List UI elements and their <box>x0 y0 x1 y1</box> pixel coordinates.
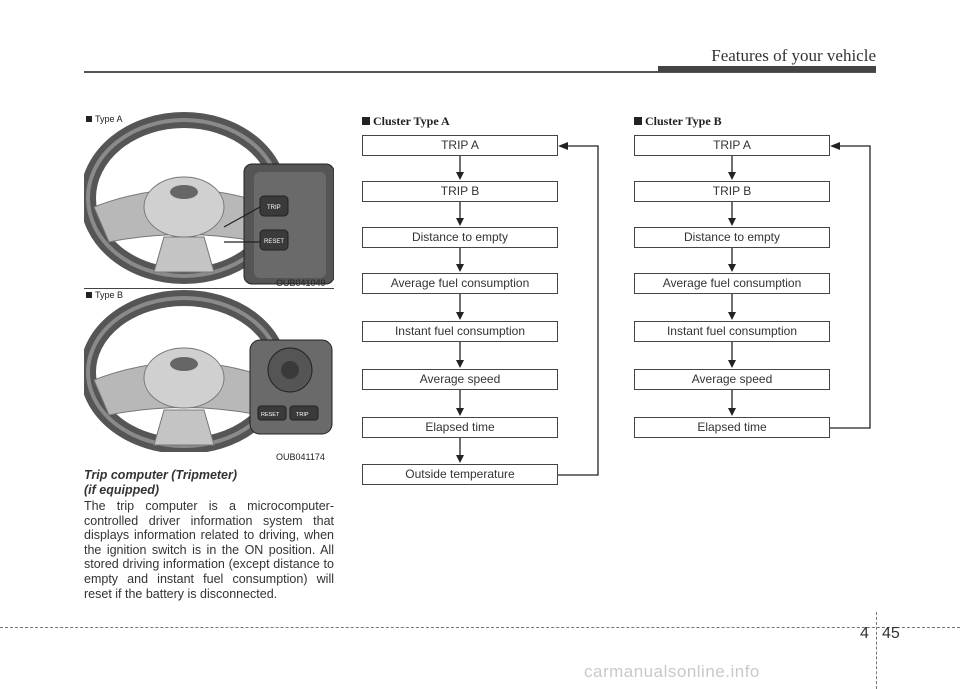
button-reset-label: RESET <box>264 239 284 245</box>
arrow-down-icon <box>456 455 464 463</box>
footer-divider <box>876 612 877 689</box>
page-number: 45 <box>882 625 900 642</box>
bullet-square-icon <box>86 292 92 298</box>
cluster-b-title: Cluster Type B <box>634 114 722 129</box>
cluster-a-item-trip-b: TRIP B <box>362 181 558 202</box>
cluster-a-title: Cluster Type A <box>362 114 450 129</box>
cluster-a-item-trip-a: TRIP A <box>362 135 558 156</box>
arrow-down-icon <box>728 264 736 272</box>
watermark-text: carmanualsonline.info <box>584 662 760 681</box>
figure-type-b-text: Type B <box>95 290 124 300</box>
arrow-down-icon <box>728 172 736 180</box>
cluster-a-item-average-fuel-consumption: Average fuel consumption <box>362 273 558 294</box>
arrow-down-icon <box>728 312 736 320</box>
cluster-b-item-average-fuel-consumption: Average fuel consumption <box>634 273 830 294</box>
loop-back-line <box>830 145 871 429</box>
arrow-down-icon <box>456 360 464 368</box>
arrow-left-icon <box>830 142 840 150</box>
cluster-a-title-text: Cluster Type A <box>373 114 450 128</box>
bullet-square-icon <box>86 116 92 122</box>
button-reset-b-label: RESET <box>261 412 280 418</box>
cluster-a-item-average-speed: Average speed <box>362 369 558 390</box>
arrow-down-icon <box>456 312 464 320</box>
figure-type-a-label-overlay: Type A <box>86 114 123 124</box>
arrow-down-icon <box>456 408 464 416</box>
cluster-b-item-elapsed-time: Elapsed time <box>634 417 830 438</box>
button-trip-label: TRIP <box>267 205 281 211</box>
cluster-a-item-distance-to-empty: Distance to empty <box>362 227 558 248</box>
cluster-a-item-instant-fuel-consumption: Instant fuel consumption <box>362 321 558 342</box>
cluster-b-item-trip-b: TRIP B <box>634 181 830 202</box>
figure-type-a-text-overlay: Type A <box>95 114 123 124</box>
figure-divider <box>84 288 334 289</box>
button-trip-b-label: TRIP <box>296 412 309 418</box>
footer-rule <box>0 627 960 628</box>
cluster-b-item-average-speed: Average speed <box>634 369 830 390</box>
figure-code-type-b: OUB041174 <box>276 452 325 462</box>
page-header-title: Features of your vehicle <box>711 46 876 65</box>
cluster-b-title-text: Cluster Type B <box>645 114 722 128</box>
header-rule <box>84 71 876 73</box>
arrow-down-icon <box>456 264 464 272</box>
section-heading: Trip computer (Tripmeter) (if equipped) <box>84 468 344 498</box>
body-paragraph: The trip computer is a microcomputer-con… <box>84 499 334 601</box>
arrow-down-icon <box>456 218 464 226</box>
arrow-down-icon <box>728 218 736 226</box>
chapter-number: 4 <box>860 625 869 642</box>
header-rule-accent <box>658 66 876 72</box>
arrow-down-icon <box>456 172 464 180</box>
figure-type-b-label: Type B <box>86 290 123 300</box>
arrow-left-icon <box>558 142 568 150</box>
cluster-b-item-trip-a: TRIP A <box>634 135 830 156</box>
cluster-a-item-outside-temperature: Outside temperature <box>362 464 558 485</box>
bullet-square-icon <box>362 117 370 125</box>
cluster-a-item-elapsed-time: Elapsed time <box>362 417 558 438</box>
loop-back-line <box>558 145 599 476</box>
figure-code-type-a: OUB041049 <box>276 278 326 288</box>
steering-wheel-type-a-image: TRIP RESET <box>84 112 334 286</box>
arrow-down-icon <box>728 360 736 368</box>
section-heading-line2: (if equipped) <box>84 483 159 497</box>
arrow-down-icon <box>728 408 736 416</box>
bullet-square-icon <box>634 117 642 125</box>
section-heading-line1: Trip computer (Tripmeter) <box>84 468 238 482</box>
steering-wheel-type-b-image: RESET TRIP <box>84 290 334 452</box>
cluster-b-item-instant-fuel-consumption: Instant fuel consumption <box>634 321 830 342</box>
cluster-b-item-distance-to-empty: Distance to empty <box>634 227 830 248</box>
